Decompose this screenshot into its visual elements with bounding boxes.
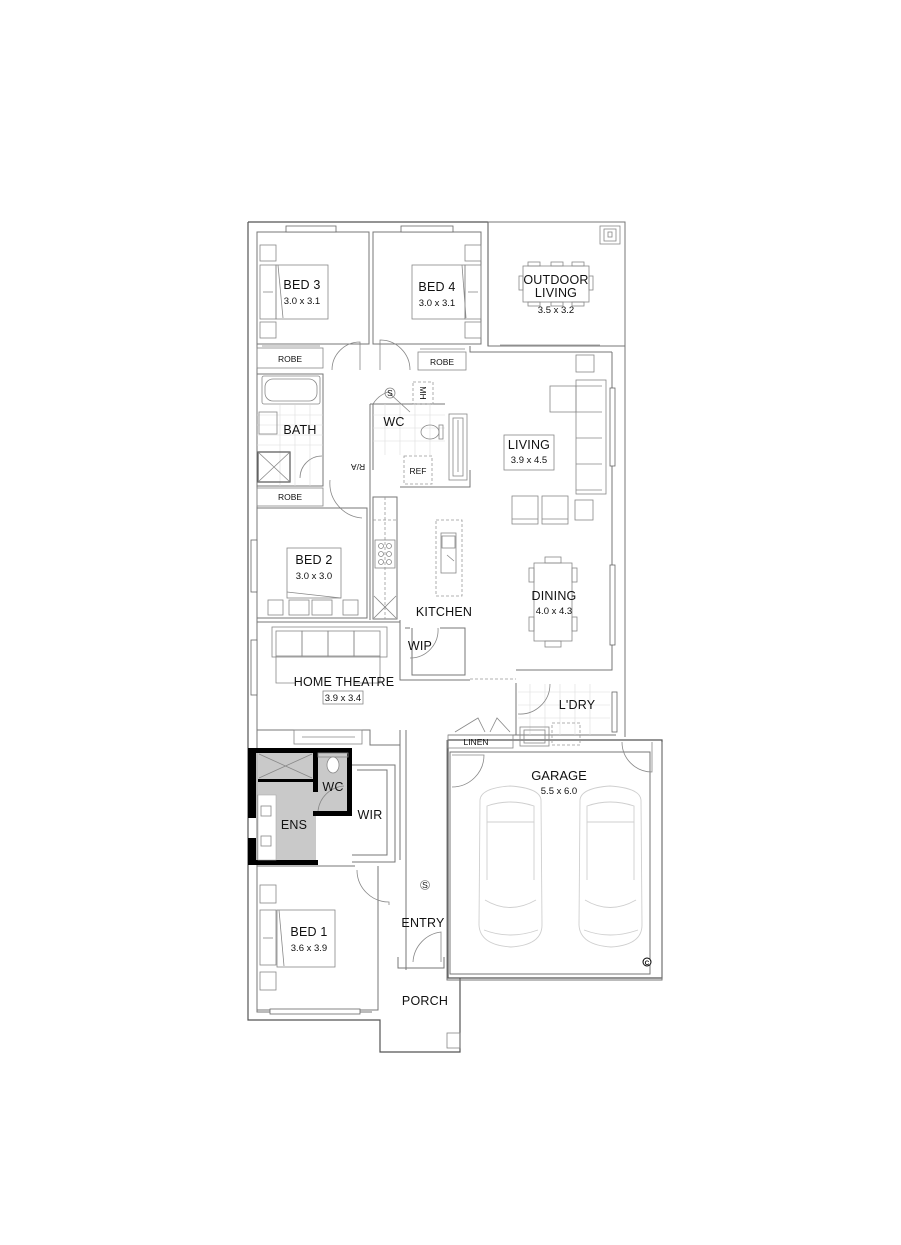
room-outdoor-living: OUTDOOR LIVING 3.5 x 3.2 [500,261,600,346]
room-bed-1: BED 1 3.6 x 3.9 [257,865,390,1015]
room-size: 3.5 x 3.2 [538,305,574,316]
room-label: ENS [281,818,307,832]
room-size: 3.9 x 4.5 [511,455,547,466]
car-left [478,785,543,948]
smoke-detector-label: S [422,880,428,890]
room-bed-2: BED 2 3.0 x 3.0 [250,507,368,619]
room-entry-porch: S ENTRY PORCH [397,880,461,1049]
room-bath: BATH ROBE [256,373,363,519]
room-living: LIVING 3.9 x 4.5 [503,354,616,525]
room-size: 3.0 x 3.1 [284,296,320,307]
room-wc-main: S WC MH REF R/A [351,381,471,620]
room-size: 3.9 x 3.4 [325,693,361,704]
car-right [578,785,643,948]
room-kitchen: KITCHEN WIP [372,496,516,681]
room-label: BED 2 [295,553,332,567]
room-label: HOME THEATRE [294,675,395,689]
room-size: 3.0 x 3.0 [296,571,332,582]
room-label: ENTRY [401,916,445,930]
room-label: PORCH [402,994,448,1008]
robe-label: ROBE [278,354,302,364]
room-laundry: L'DRY LINEN [447,683,618,749]
room-size: 3.6 x 3.9 [291,943,327,954]
room-home-theatre: HOME THEATRE 3.9 x 3.4 [250,621,401,746]
manhole-label: MH [418,386,428,399]
return-air-label: R/A [351,462,366,472]
room-label: BATH [283,423,316,437]
room-bed-4: BED 4 3.0 x 3.1 ROBE [372,225,482,371]
room-label: WIR [358,808,383,822]
room-dining: DINING 4.0 x 4.3 [528,556,616,648]
room-label: WC [383,415,404,429]
room-size: 5.5 x 6.0 [541,786,577,797]
room-label: L'DRY [559,698,596,712]
robe-label: ROBE [278,492,302,502]
fridge-label: REF [410,466,427,476]
smoke-detector-label: S [387,388,393,398]
room-label: GARAGE [531,768,587,783]
room-label: BED 1 [290,925,327,939]
room-label: BED 3 [283,278,320,292]
room-label: OUTDOOR [523,273,588,287]
room-label: DINING [532,589,577,603]
room-wir: WIR [352,730,407,970]
linen-label: LINEN [463,737,488,747]
robe-label: ROBE [430,357,454,367]
room-garage: GARAGE 5.5 x 6.0 C [446,740,663,981]
room-size: 4.0 x 4.3 [536,606,572,617]
room-bed-3: BED 3 3.0 x 3.1 ROBE [256,225,370,371]
room-label: WIP [408,639,432,653]
room-ensuite: WC ENS [248,748,352,865]
room-label: WC [322,780,343,794]
room-label: KITCHEN [416,605,472,619]
room-label: LIVING [535,286,577,300]
room-label: BED 4 [418,280,455,294]
room-size: 3.0 x 3.1 [419,298,455,309]
room-label: LIVING [508,438,550,452]
compressor-label: C [645,960,650,967]
